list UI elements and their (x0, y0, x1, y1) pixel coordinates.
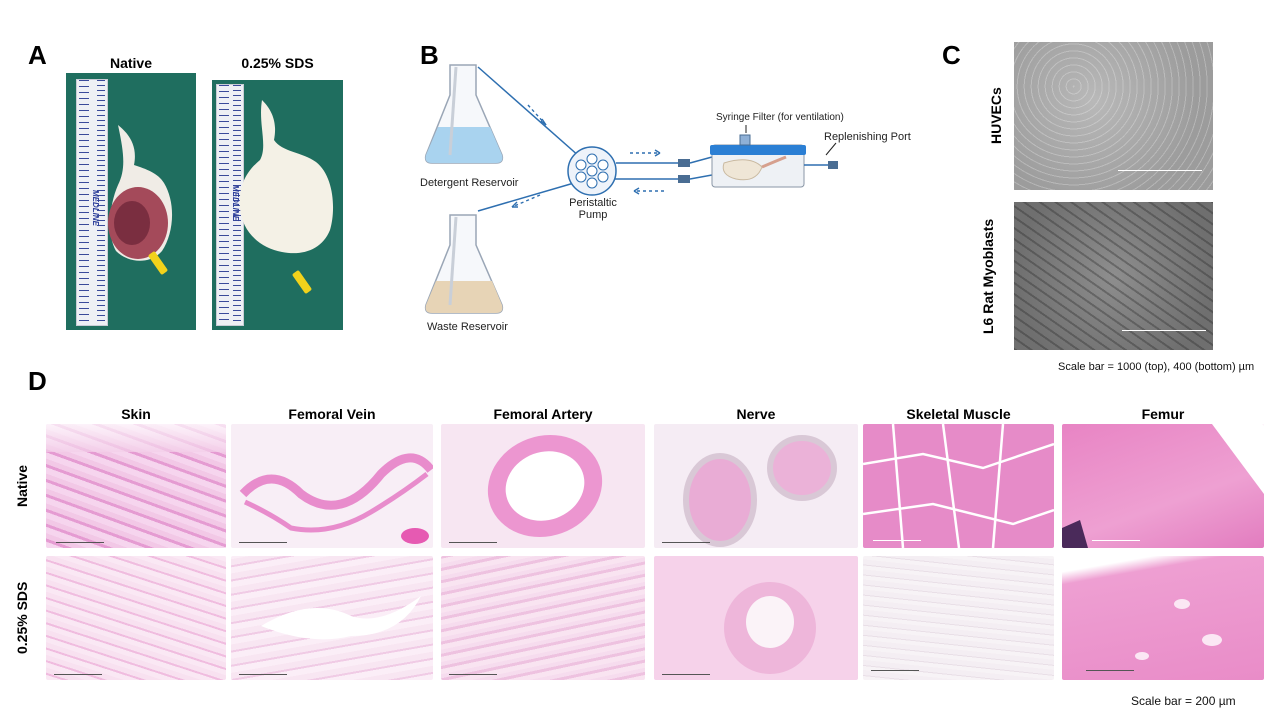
he-sds-skeletal-muscle (863, 556, 1054, 680)
ruler: MEDLINE (76, 79, 108, 326)
row-label-native: Native (14, 464, 30, 508)
he-sds-femoral-vein (231, 556, 433, 680)
he-sds-nerve (654, 556, 858, 680)
peristaltic-pump-label: Peristaltic Pump (569, 197, 617, 221)
scale-bar (56, 542, 104, 543)
huvecs-label: HUVECs (988, 87, 1004, 145)
panel-d-letter: D (28, 366, 47, 396)
column-header-skeletal-muscle: Skeletal Muscle (906, 406, 1011, 422)
scale-bar (662, 674, 710, 675)
he-native-nerve (654, 424, 858, 548)
native-limb-photo: MEDLINE (66, 73, 196, 330)
column-header-femur: Femur (1141, 406, 1185, 422)
peristaltic-pump (567, 146, 617, 196)
he-native-femoral-artery (441, 424, 645, 548)
panel-c-scale-note: Scale bar = 1000 (top), 400 (bottom) µm (1058, 361, 1255, 373)
ruler-brand: MEDLINE (91, 190, 100, 226)
row-label-sds: 0.25% SDS (14, 581, 30, 655)
myoblast-micrograph (1014, 202, 1213, 350)
column-header-femoral-vein: Femoral Vein (288, 406, 376, 422)
he-sds-femoral-artery (441, 556, 645, 680)
column-header-femoral-artery: Femoral Artery (493, 406, 593, 422)
panel-c-letter: C (942, 40, 961, 70)
l6-myoblasts-label: L6 Rat Myoblasts (980, 218, 996, 334)
waste-flask (424, 214, 504, 314)
sds-photo-title: 0.25% SDS (241, 55, 314, 71)
ruler: MEDLINE (216, 84, 244, 326)
he-native-skeletal-muscle (863, 424, 1054, 548)
sds-limb-photo: MEDLINE (212, 80, 343, 330)
scale-bar (1122, 330, 1206, 331)
column-header-skin: Skin (121, 406, 151, 422)
scale-bar (449, 542, 497, 543)
he-native-skin (46, 424, 226, 548)
he-sds-skin (46, 556, 226, 680)
waste-reservoir-label: Waste Reservoir (427, 321, 508, 333)
panel-a-letter: A (28, 40, 47, 70)
scale-bar (1118, 170, 1202, 171)
panel-b-letter: B (420, 40, 439, 70)
native-photo-title: Native (109, 55, 153, 71)
decellularized-tissue (239, 100, 334, 254)
scale-bar (54, 674, 102, 675)
scale-bar (873, 540, 921, 541)
he-native-femoral-vein (231, 424, 433, 548)
scale-bar (449, 674, 497, 675)
column-header-nerve: Nerve (736, 406, 776, 422)
scale-bar (871, 670, 919, 671)
ruler-brand: MEDLINE (231, 185, 240, 221)
scale-bar (662, 542, 710, 543)
scale-bar (1092, 540, 1140, 541)
he-sds-femur (1062, 556, 1264, 680)
scale-bar (239, 674, 287, 675)
replenishing-port-label: Replenishing Port (824, 131, 911, 143)
scale-bar (1086, 670, 1134, 671)
detergent-flask (424, 64, 504, 164)
perfusion-chamber (710, 134, 838, 188)
syringe-filter-label: Syringe Filter (for ventilation) (716, 112, 844, 123)
detergent-reservoir-label: Detergent Reservoir (420, 177, 519, 189)
perfusion-diagram (424, 64, 838, 314)
he-native-femur (1062, 424, 1264, 548)
huvec-micrograph (1014, 42, 1213, 190)
native-tissue (108, 125, 173, 261)
panel-d-scale-note: Scale bar = 200 µm (1131, 694, 1236, 708)
scale-bar (239, 542, 287, 543)
